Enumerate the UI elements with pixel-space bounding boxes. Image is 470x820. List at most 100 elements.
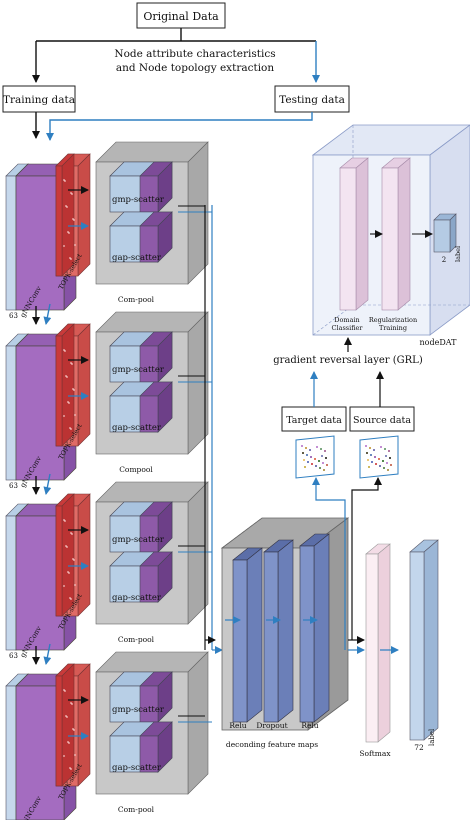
scatter-dot <box>311 463 313 465</box>
scatter-dot <box>310 456 312 458</box>
relu-2-label: Relu <box>301 721 318 730</box>
regularization-label-1: Regularization <box>369 316 417 324</box>
output-dim-label: 72 <box>414 743 424 752</box>
regularization-label-2: Training <box>379 324 407 332</box>
topk-dot <box>64 690 66 692</box>
scatter-dot <box>373 449 375 451</box>
target-data-box: Target data <box>281 406 347 432</box>
topk-dot <box>68 402 70 404</box>
topk-dot <box>74 414 76 416</box>
topk-dot <box>74 584 76 586</box>
gmp-scatter-label: gmp-scatter <box>112 195 165 205</box>
domain-classifier-layer <box>339 157 369 311</box>
gap-scatter-label: gap-scatter <box>112 253 162 263</box>
nodedat-title: nodeDAT <box>420 338 458 347</box>
extraction-label-1: Node attribute characteristics <box>114 48 275 60</box>
scatter-dot <box>388 450 390 452</box>
scatter-dot <box>378 458 380 460</box>
scatter-dot <box>321 455 323 457</box>
scatter-dot <box>315 465 317 467</box>
scatter-dot <box>305 447 307 449</box>
testing-data-box: Testing data <box>274 85 350 113</box>
scatter-dot <box>304 466 306 468</box>
decoder-to-target-arrow <box>312 477 346 650</box>
topk-dot <box>73 559 75 561</box>
topk-dot <box>71 533 73 535</box>
target-data-label: Target data <box>286 415 342 426</box>
scatter-dot <box>318 460 320 462</box>
scatter-dot <box>387 469 389 471</box>
scatter-dot <box>319 467 321 469</box>
scatter-dot <box>365 445 367 447</box>
scatter-dot <box>374 456 376 458</box>
scatter-dot <box>389 457 391 459</box>
decoder-to-source-arrow <box>351 477 382 640</box>
nodedat-output-label: label <box>454 246 462 262</box>
topk-dark-slab <box>55 153 75 277</box>
source-data-box: Source data <box>349 406 415 432</box>
topk-dot <box>64 350 66 352</box>
scatter-dot <box>375 463 377 465</box>
topk-dot <box>70 258 72 260</box>
gmp-cube-purple <box>139 331 173 383</box>
regularization-layer <box>381 157 411 311</box>
topk-dot <box>73 729 75 731</box>
gap-scatter-label: gap-scatter <box>112 423 162 433</box>
nodedat-output-dim: 2 <box>442 256 446 264</box>
scatter-dot <box>303 459 305 461</box>
topk-dot <box>64 180 66 182</box>
gmp-scatter-label: gmp-scatter <box>112 705 165 715</box>
scatter-dot <box>309 449 311 451</box>
scatter-dot <box>320 448 322 450</box>
scatter-dot <box>385 455 387 457</box>
topk-dot <box>66 206 68 208</box>
gap-cube-purple <box>139 721 173 773</box>
topk-dark-slab <box>55 663 75 787</box>
scatter-dot <box>322 462 324 464</box>
topk-dot <box>68 232 70 234</box>
topk-dot <box>63 755 65 757</box>
gap-cube-purple <box>139 211 173 263</box>
scatter-dot <box>383 467 385 469</box>
topk-dot <box>66 546 68 548</box>
scatter-dot <box>369 447 371 449</box>
decoder-layer-relu-2 <box>299 533 330 723</box>
decoder-layer-relu-1 <box>232 547 263 723</box>
topk-dot <box>73 389 75 391</box>
output-layer <box>409 539 439 741</box>
topk-dot <box>70 598 72 600</box>
nodedat-output-layer <box>433 213 457 253</box>
topk-dot <box>68 742 70 744</box>
original-data-label: Original Data <box>143 10 219 23</box>
scatter-dot <box>390 464 392 466</box>
topk-dot <box>70 428 72 430</box>
gmp-scatter-label: gmp-scatter <box>112 535 165 545</box>
com-pool-box <box>95 481 209 625</box>
source-data-label: Source data <box>353 415 411 426</box>
conv-dim-label: 63 <box>9 312 18 320</box>
extraction-label-2: and Node topology extraction <box>116 62 275 74</box>
com-pool-label: Com-pool <box>118 805 155 814</box>
domain-label-2: Classifier <box>332 324 364 332</box>
scatter-dot <box>370 454 372 456</box>
topk-dot <box>66 716 68 718</box>
scatter-dot <box>379 465 381 467</box>
testing-to-block-arrow <box>46 112 313 141</box>
gmp-scatter-label: gmp-scatter <box>112 365 165 375</box>
topk-dot <box>63 415 65 417</box>
gap-cube-purple <box>139 381 173 433</box>
decoder-layer-dropout <box>263 539 294 723</box>
topk-dot <box>64 520 66 522</box>
com-pool-label: Compool <box>119 465 153 474</box>
scatter-dot <box>386 462 388 464</box>
topk-dot <box>71 703 73 705</box>
scatter-dot <box>324 450 326 452</box>
dropout-label: Dropout <box>256 721 287 730</box>
scatter-dot <box>368 466 370 468</box>
topk-dot <box>68 572 70 574</box>
relu-1-label: Relu <box>229 721 246 730</box>
testing-data-label: Testing data <box>279 94 345 106</box>
target-scatter-thumbnail <box>295 435 335 479</box>
